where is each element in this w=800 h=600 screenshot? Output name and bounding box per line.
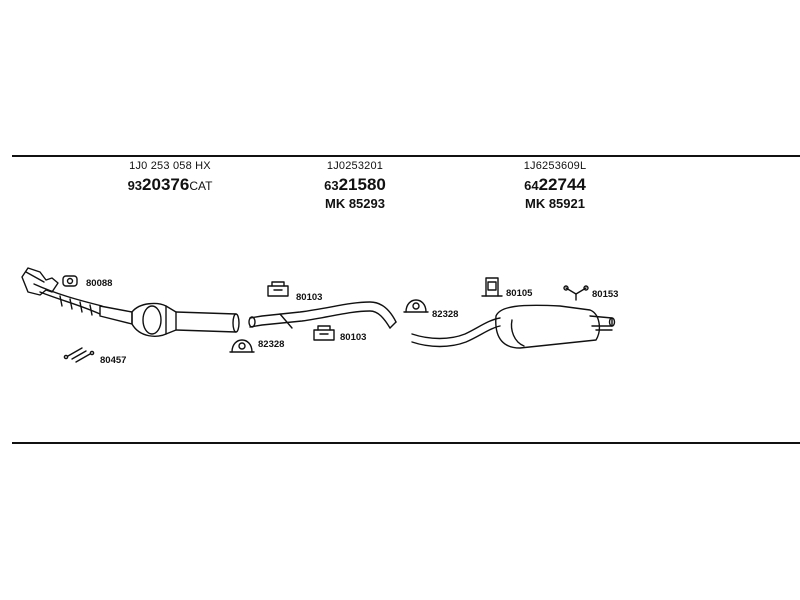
part-number-main: 21580 bbox=[338, 175, 386, 194]
label-rubber-mount: 80105 bbox=[506, 288, 533, 299]
bottom-divider bbox=[12, 442, 800, 444]
label-clamp: 82328 bbox=[432, 309, 459, 320]
gasket-icon bbox=[62, 275, 78, 287]
oem-number: 1J0 253 058 HX bbox=[129, 160, 211, 172]
hanger-icon bbox=[563, 285, 589, 301]
part-header-rear-silencer: 1J6253609L 6422744 MK 85921 bbox=[500, 160, 610, 211]
part-number-main: 22744 bbox=[538, 175, 586, 194]
oem-number: 1J0253201 bbox=[326, 160, 384, 172]
mount-icon bbox=[313, 325, 335, 341]
part-header-middle-pipe: 1J0253201 6321580 MK 85293 bbox=[300, 160, 410, 211]
part-number-suffix: CAT bbox=[189, 179, 213, 193]
top-divider bbox=[12, 155, 800, 157]
part-number: 6321580 bbox=[300, 175, 410, 195]
clamp-icon bbox=[229, 339, 255, 353]
label-hanger: 80153 bbox=[592, 289, 619, 300]
rubber-mount-icon bbox=[481, 277, 503, 297]
catalytic-converter bbox=[131, 302, 240, 337]
part-header-catalytic-converter: 1J0 253 058 HX 9320376CAT bbox=[100, 160, 240, 195]
rear-pipe-and-silencer bbox=[411, 304, 616, 349]
part-number-prefix: 63 bbox=[324, 178, 339, 193]
middle-pipe bbox=[248, 301, 397, 329]
clamp-icon bbox=[403, 299, 429, 313]
part-number: 6422744 bbox=[500, 175, 610, 195]
label-mount: 80103 bbox=[296, 292, 323, 303]
label-gasket: 80088 bbox=[86, 278, 113, 289]
mk-number: MK 85921 bbox=[525, 196, 585, 211]
part-number-prefix: 93 bbox=[127, 178, 143, 193]
part-number-main: 20376 bbox=[142, 175, 190, 194]
label-bolts: 80457 bbox=[100, 355, 127, 366]
mk-number: MK 85293 bbox=[325, 196, 385, 211]
oem-number: 1J6253609L bbox=[523, 160, 587, 172]
label-clamp: 82328 bbox=[258, 339, 285, 350]
bolts-icon bbox=[63, 347, 95, 363]
label-mount: 80103 bbox=[340, 332, 367, 343]
front-downpipe bbox=[21, 267, 133, 325]
part-number: 9320376CAT bbox=[100, 175, 240, 195]
part-number-prefix: 64 bbox=[524, 178, 539, 193]
mount-icon bbox=[267, 281, 289, 297]
